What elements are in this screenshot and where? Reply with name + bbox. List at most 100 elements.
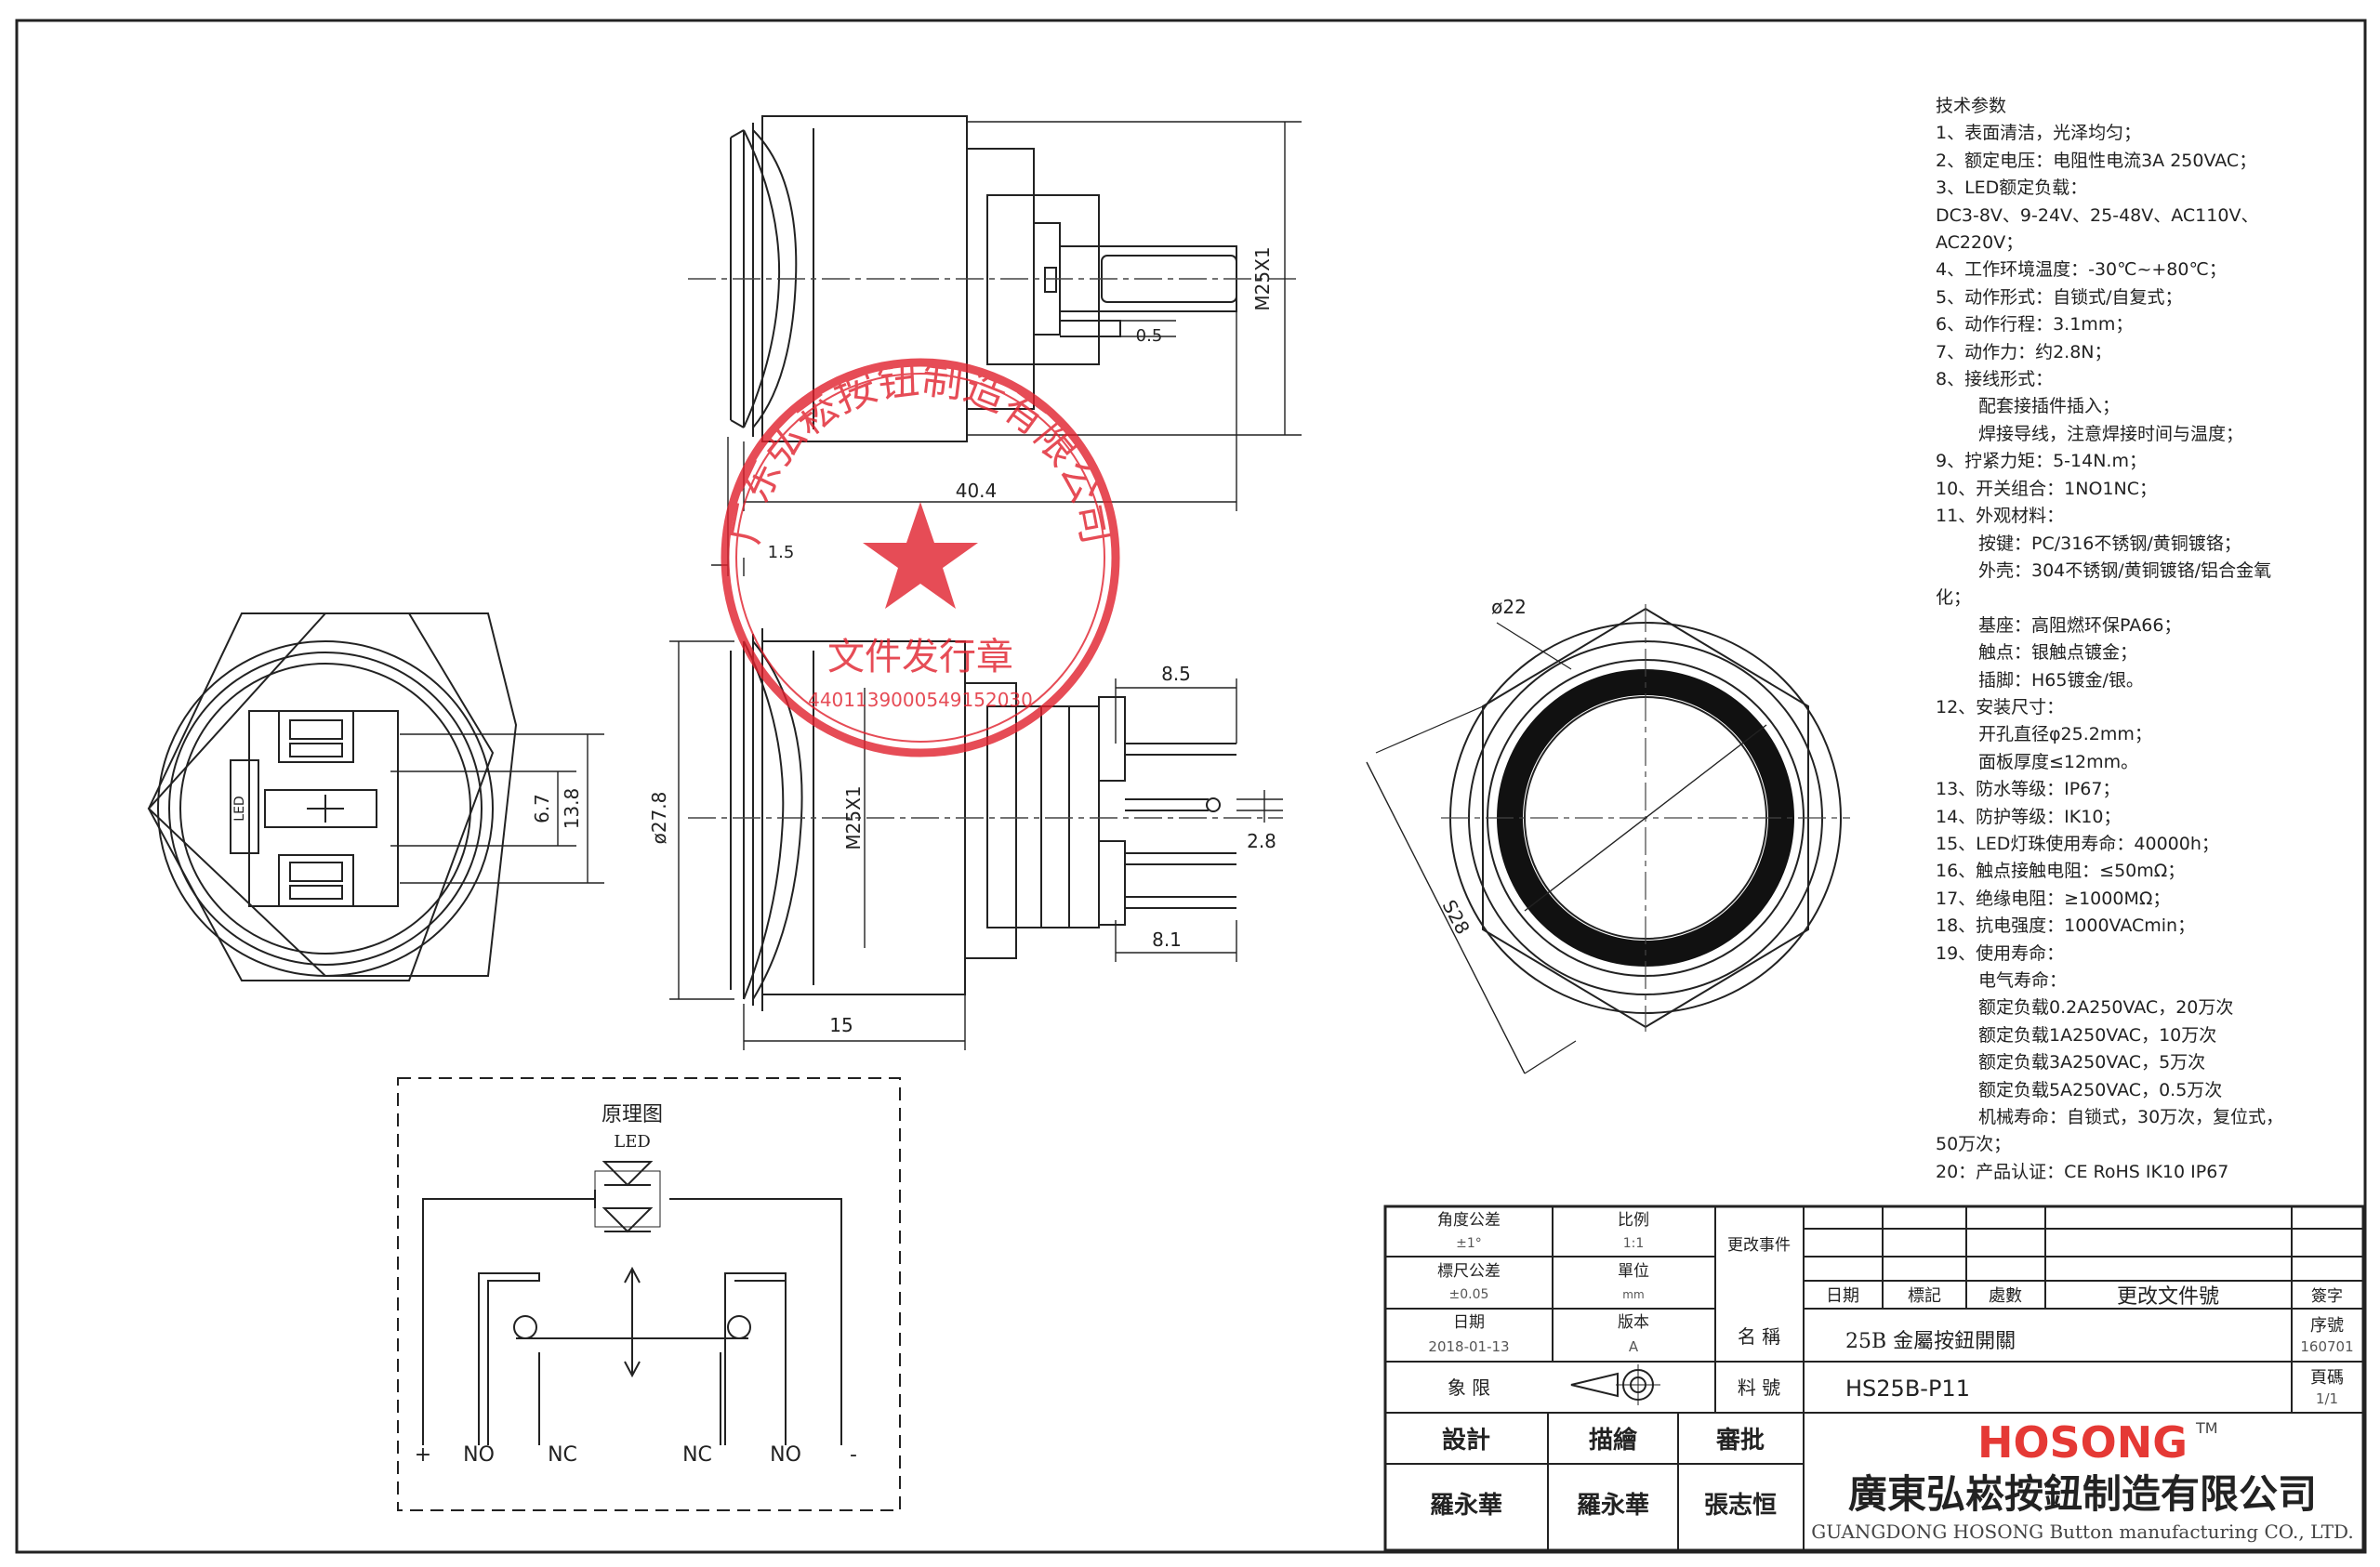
brand-logo: HOSONG: [1977, 1417, 2188, 1468]
rear-view-tag: LED: [232, 796, 247, 821]
schematic-no-left: NO: [463, 1443, 495, 1467]
spec-line: 17、绝缘电阻：≥1000MΩ；: [1936, 888, 2171, 909]
unit-value: mm: [1622, 1288, 1644, 1301]
spec-line: 额定负载0.2A250VAC，20万次: [1978, 997, 2234, 1019]
dim-m25-mid: M25X1: [842, 785, 865, 849]
spec-line: 基座：高阻燃环保PA66；: [1978, 614, 2182, 636]
spec-line: 18、抗电强度：1000VACmin；: [1936, 915, 2196, 937]
schematic-frame: [397, 1077, 901, 1511]
version-label: 版本: [1618, 1313, 1649, 1332]
schematic-nc-left: NC: [548, 1443, 577, 1467]
spec-line: 11、外观材料：: [1936, 506, 2065, 527]
spec-line: 15、LED灯珠使用寿命：40000h；: [1936, 833, 2219, 854]
specs-title: 技术参数: [1936, 96, 2007, 116]
dims-mid: [669, 640, 1283, 1050]
spec-line: 触点：银触点镀金；: [1978, 642, 2138, 664]
scale-value: 1:1: [1623, 1236, 1645, 1251]
spec-line: AC220V；: [1936, 232, 2024, 254]
dim-2-8: 2.8: [1247, 830, 1276, 852]
spec-line: 4、工作环境温度：-30℃~+80℃；: [1936, 259, 2227, 281]
drawer-name: 羅永華: [1577, 1492, 1649, 1520]
dim-6-7: 6.7: [531, 794, 553, 823]
dims-top: [711, 121, 1302, 576]
rev-sign-label: 簽字: [2311, 1287, 2343, 1306]
company-name-cn: 廣東弘崧按鈕制造有限公司: [1848, 1471, 2317, 1517]
page-label: 頁碼: [2310, 1368, 2344, 1388]
schematic-title: 原理图: [602, 1103, 663, 1126]
spec-line: 额定负载5A250VAC，0.5万次: [1978, 1079, 2223, 1100]
dim-40-4: 40.4: [956, 480, 998, 502]
specs-list: 1、表面清洁，光泽均匀； 2、额定电压：电阻性电流3A 250VAC； 3、LED额…: [1936, 120, 2345, 1186]
serial-value: 160701: [2300, 1338, 2353, 1355]
part-number: HS25B-P11: [1845, 1376, 1970, 1402]
sheet-border: [15, 19, 2367, 1554]
schematic-no-right: NO: [770, 1443, 801, 1467]
spec-line: 焊接导线，注意焊接时间与温度；: [1978, 423, 2244, 444]
rev-mark-label: 標記: [1908, 1286, 1941, 1306]
scale-label: 比例: [1618, 1211, 1649, 1230]
quadrant-label: 象 限: [1448, 1376, 1490, 1399]
material-label: 料 號: [1738, 1376, 1780, 1399]
dim-tol-label: 標尺公差: [1437, 1262, 1501, 1281]
spec-line: 1、表面清洁，光泽均匀；: [1936, 123, 2142, 144]
title-block: [1383, 1205, 2365, 1552]
design-label: 設計: [1442, 1426, 1490, 1455]
spec-line: 6、动作行程：3.1mm；: [1936, 314, 2134, 336]
date-value: 2018-01-13: [1428, 1338, 1509, 1355]
dim-15: 15: [829, 1014, 853, 1036]
spec-line: 额定负载3A250VAC，5万次: [1978, 1052, 2206, 1073]
spec-line: DC3-8V、9-24V、25-48V、AC110V、: [1936, 204, 2259, 226]
spec-line: 20：产品认证：CE RoHS IK10 IP67: [1936, 1161, 2229, 1182]
side-view-mid: [730, 628, 1236, 1011]
dim-0-5: 0.5: [1136, 326, 1163, 346]
change-label: 更改事件: [1727, 1236, 1791, 1255]
dim-8-1: 8.1: [1152, 928, 1182, 951]
rev-count-label: 處數: [1989, 1286, 2022, 1306]
spec-line: 8、接线形式：: [1936, 369, 2054, 390]
angle-tol-label: 角度公差: [1437, 1211, 1501, 1230]
dim-1-5: 1.5: [768, 543, 795, 562]
spec-line: 14、防护等级：IK10；: [1936, 806, 2122, 827]
spec-line: 配套接插件插入；: [1978, 396, 2121, 417]
dim-d22: ø22: [1491, 596, 1527, 618]
spec-line: 化；: [1936, 587, 1972, 609]
spec-line: 插脚：H65镀金/银。: [1978, 669, 2144, 691]
name-label: 名 稱: [1738, 1325, 1780, 1348]
brand-tm: TM: [2195, 1419, 2218, 1437]
dim-m25-top: M25X1: [1251, 246, 1274, 310]
date-label: 日期: [1453, 1313, 1485, 1332]
spec-line: 7、动作力：约2.8N；: [1936, 341, 2112, 362]
angle-tol-value: ±1°: [1456, 1236, 1482, 1251]
schematic-diagram: [422, 1161, 842, 1445]
product-name: 25B 金屬按鈕開關: [1845, 1330, 2016, 1353]
spec-line: 12、安装尺寸：: [1936, 696, 2065, 718]
schematic-plus: +: [415, 1443, 431, 1467]
title-block-text: 角度公差 ±1° 比例 1:1 更改事件 標尺公差 ±0.05 單位 mm 日期…: [1428, 1211, 2353, 1543]
spec-line: 5、动作形式：自锁式/自复式；: [1936, 286, 2183, 308]
spec-line: 50万次；: [1936, 1134, 2012, 1155]
spec-line: 按键：PC/316不锈钢/黄铜镀铬；: [1978, 533, 2241, 554]
schematic-led-label: LED: [614, 1132, 651, 1152]
dims-rear: [390, 733, 604, 884]
spec-line: 面板厚度≤12mm。: [1978, 751, 2139, 772]
page-value: 1/1: [2316, 1390, 2338, 1407]
designer-name: 羅永華: [1430, 1492, 1502, 1520]
unit-label: 單位: [1618, 1262, 1649, 1281]
dim-27-8: ø27.8: [648, 792, 670, 845]
seal-dept-text: 文件发行章: [827, 636, 1013, 678]
rev-doc-label: 更改文件號: [2117, 1285, 2219, 1309]
spec-line: 机械寿命：自锁式，30万次，复位式，: [1978, 1107, 2284, 1128]
spec-line: 外壳：304不锈钢/黄铜镀铬/铝合金氧: [1978, 560, 2272, 581]
spec-line: 电气寿命：: [1978, 970, 2068, 991]
spec-line: 3、LED额定负载：: [1936, 178, 2088, 199]
spec-line: 2、额定电压：电阻性电流3A 250VAC；: [1936, 150, 2257, 171]
spec-line: 13、防水等级：IP67；: [1936, 779, 2121, 800]
technical-specs: 技术参数 1、表面清洁，光泽均匀； 2、额定电压：电阻性电流3A 250VAC； 3…: [1936, 93, 2345, 1186]
spec-line: 额定负载1A250VAC，10万次: [1978, 1024, 2217, 1046]
dim-13-8: 13.8: [561, 788, 583, 830]
review-label: 審批: [1715, 1427, 1765, 1455]
spec-line: 开孔直径φ25.2mm；: [1978, 724, 2152, 745]
draw-label: 描繪: [1589, 1426, 1638, 1455]
company-name-en: GUANGDONG HOSONG Button manufacturing CO…: [1811, 1521, 2353, 1543]
